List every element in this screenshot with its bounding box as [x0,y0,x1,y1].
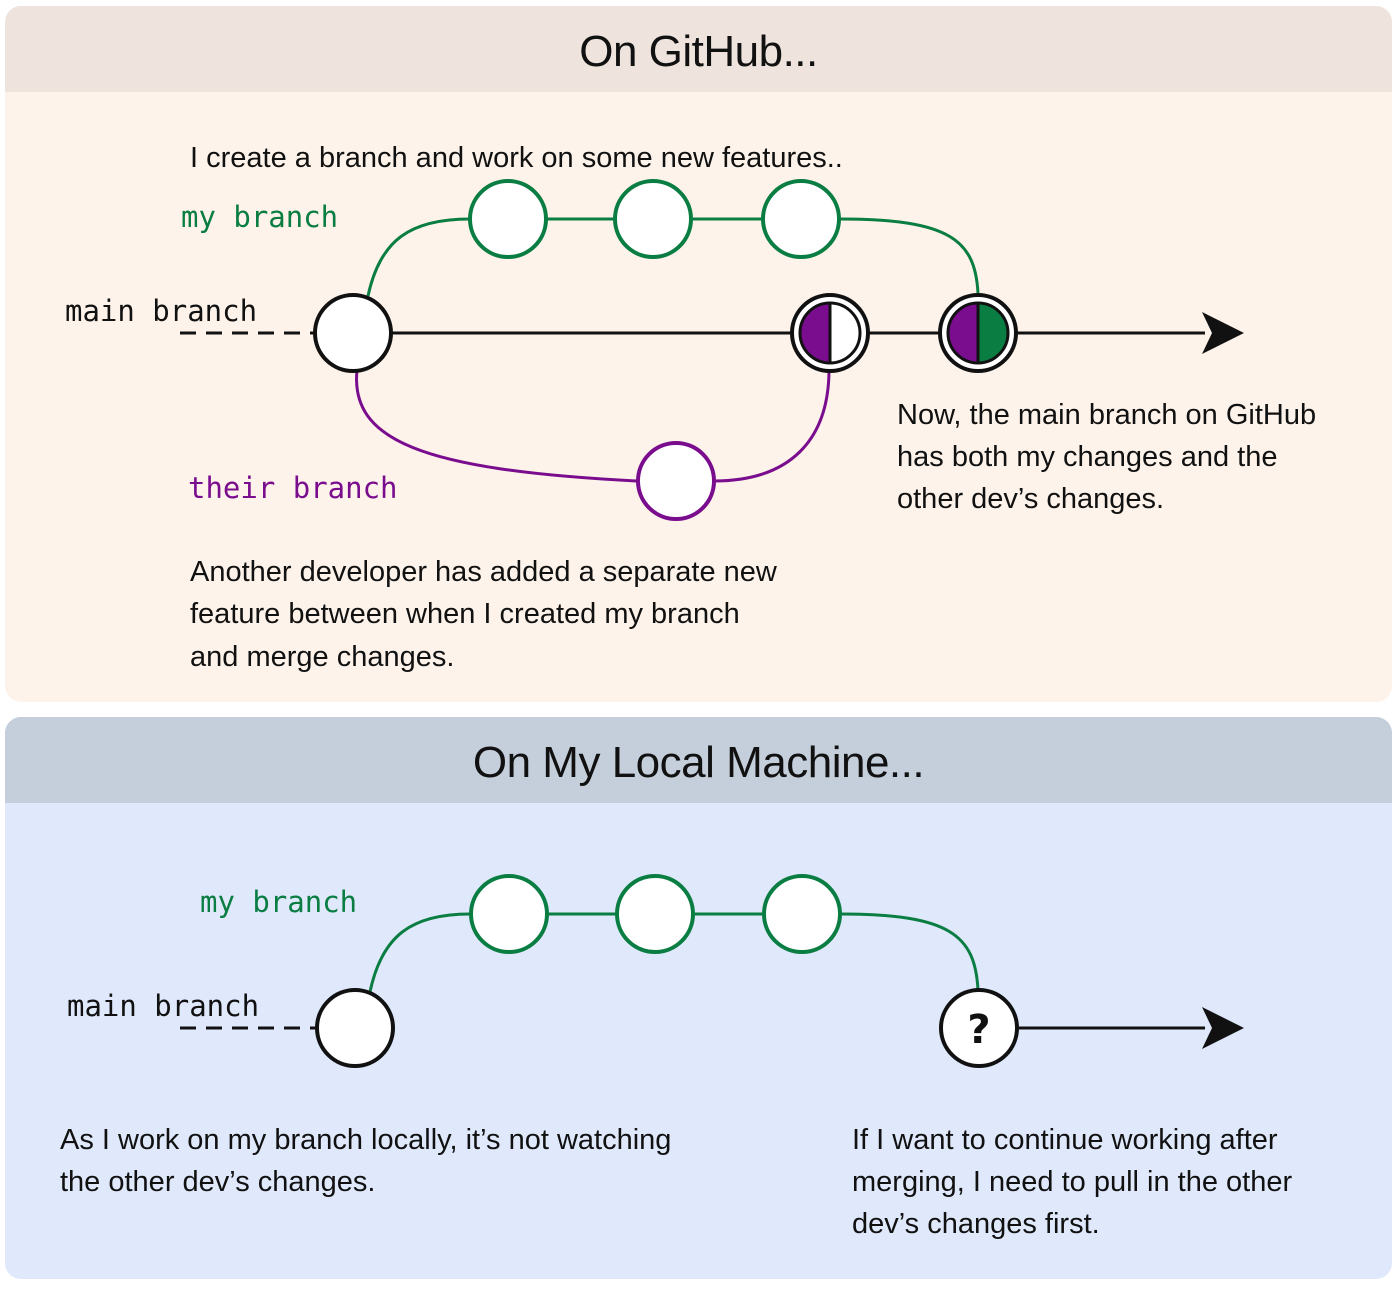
github-graph [180,179,1244,521]
local-panel: On My Local Machine... [5,717,1392,1279]
their-merge-commit [790,293,870,373]
github-panel: On GitHub... [5,6,1392,702]
main-start-commit [313,293,393,373]
my-branch-commit [468,179,548,259]
github-panel-title: On GitHub... [5,6,1392,92]
github-caption-top: I create a branch and work on some new f… [190,142,843,174]
github-label-main-branch: main branch [65,294,258,328]
local-caption-right-line: merging, I need to pull in the other [852,1166,1293,1198]
github-label-their-branch: their branch [188,471,398,505]
local-graph: ? [180,874,1244,1068]
their-branch-line [355,369,831,483]
github-caption-bottom-line: Another developer has added a separate n… [190,556,777,588]
unknown-commit-symbol: ? [967,1007,990,1053]
local-my-branch-commit [469,874,549,954]
local-my-branch-line [368,912,980,993]
my-branch-commit [613,179,693,259]
github-caption-right-line: Now, the main branch on GitHub [897,399,1317,431]
github-caption-bottom-line: and merge changes. [190,641,455,673]
github-caption-right-line: has both my changes and the [897,441,1278,473]
github-caption-right-line: other dev’s changes. [897,483,1165,515]
local-label-my-branch: my branch [200,885,358,919]
their-branch-commit [636,441,716,521]
my-branch-commit [761,179,841,259]
local-my-branch-commit [615,874,695,954]
unknown-commit [939,988,1019,1068]
local-caption-left-line: the other dev’s changes. [60,1166,376,1198]
main-branch-arrowhead [1202,312,1244,354]
local-label-main-branch: main branch [67,989,260,1023]
final-merge-commit [938,293,1018,373]
local-caption-right-line: dev’s changes first. [852,1208,1100,1240]
github-label-my-branch: my branch [181,200,339,234]
local-panel-title: On My Local Machine... [5,717,1392,803]
local-caption-right-line: If I want to continue working after [852,1124,1278,1156]
local-my-branch-commit [762,874,842,954]
local-main-start-commit [315,988,395,1068]
github-caption-bottom-line: feature between when I created my branch [190,598,740,630]
local-caption-left-line: As I work on my branch locally, it’s not… [60,1124,672,1156]
local-main-branch-arrowhead [1202,1007,1244,1049]
